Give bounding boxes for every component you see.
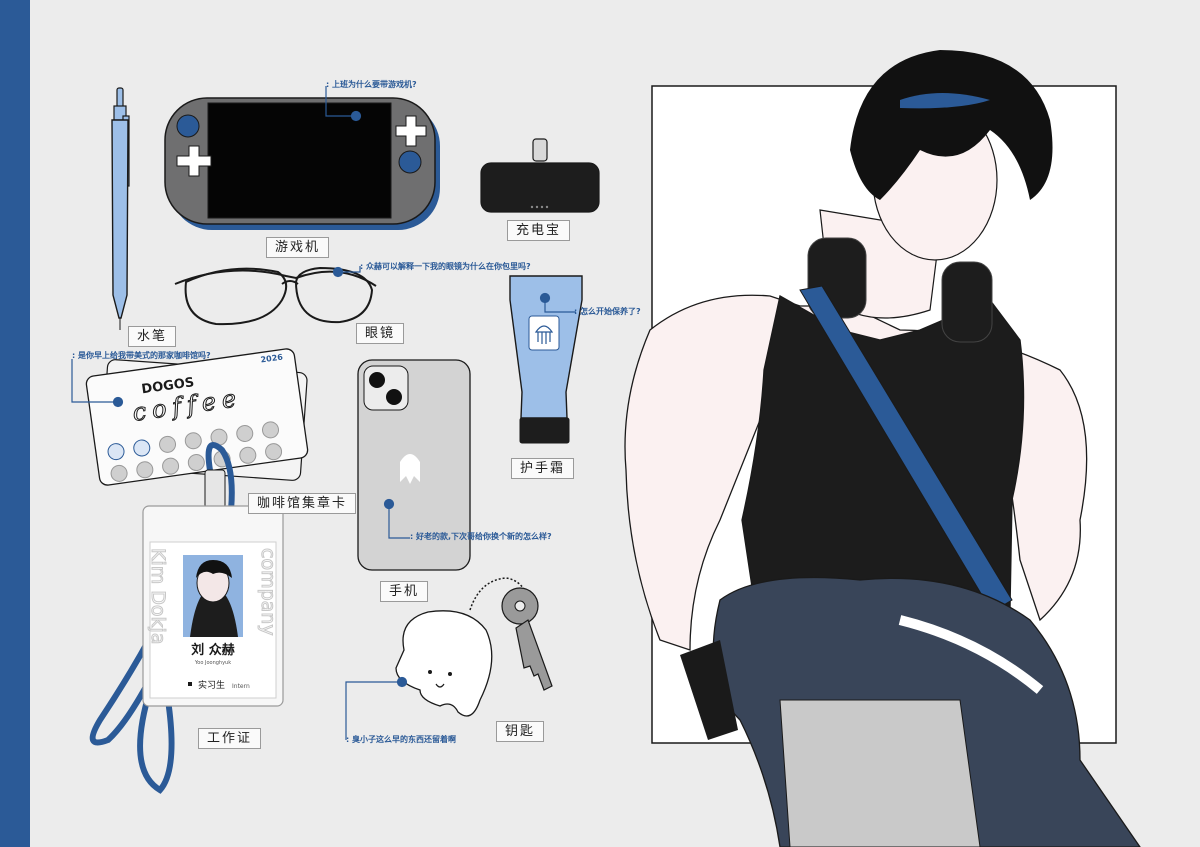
- coffee-card-illustration: DOGOS coffee 2026: [85, 348, 309, 486]
- label-pen: 水笔: [128, 326, 177, 347]
- coffee-card-year: 2026: [260, 352, 284, 364]
- note-connectors: [71, 86, 576, 740]
- badge-role-en: Intern: [232, 683, 250, 690]
- note-phone: : 好老的款,下次哥给你换个新的怎么样?: [410, 532, 552, 541]
- glasses-illustration: [174, 266, 377, 326]
- label-power-bank: 充电宝: [507, 220, 571, 241]
- game-console-illustration: [164, 97, 440, 230]
- label-glasses: 眼镜: [356, 323, 405, 344]
- badge-name-cn: 刘 众赫: [191, 642, 235, 658]
- badge-name-romanized: Yoo Joonghyuk: [194, 660, 231, 666]
- note-glasses: : 众赫可以解释一下我的眼镜为什么在你包里吗?: [360, 262, 531, 271]
- id-badge-illustration: 刘 众赫 Yoo Joonghyuk 实习生 Intern Kim Dokja …: [89, 442, 284, 794]
- badge-side-left: Kim Dokja: [147, 548, 169, 644]
- label-hand-cream: 护手霜: [511, 458, 575, 479]
- badge-side-right: company: [257, 548, 279, 636]
- left-border-strip: [0, 0, 30, 847]
- note-coffee-card: : 是你早上给我带美式的那家咖啡馆吗?: [72, 351, 211, 360]
- label-keys: 钥匙: [496, 721, 545, 742]
- label-coffee-card: 咖啡馆集章卡: [248, 493, 357, 514]
- power-bank-illustration: [480, 138, 600, 213]
- coffee-card-brand: DOGOS: [141, 375, 196, 397]
- label-phone: 手机: [380, 581, 429, 602]
- label-game-console: 游戏机: [266, 237, 330, 258]
- hand-cream-illustration: [509, 275, 583, 444]
- keys-illustration: [395, 577, 553, 717]
- note-console: : 上班为什么要带游戏机?: [326, 80, 417, 89]
- label-id-badge: 工作证: [198, 728, 262, 749]
- badge-role-cn: 实习生: [198, 679, 225, 691]
- pen-illustration: [111, 87, 130, 330]
- phone-illustration: [357, 359, 471, 571]
- note-cream: : 怎么开始保养了?: [574, 307, 641, 316]
- character-illustration: [624, 50, 1141, 847]
- note-keys: : 臭小子这么早的东西还留着啊: [346, 735, 456, 744]
